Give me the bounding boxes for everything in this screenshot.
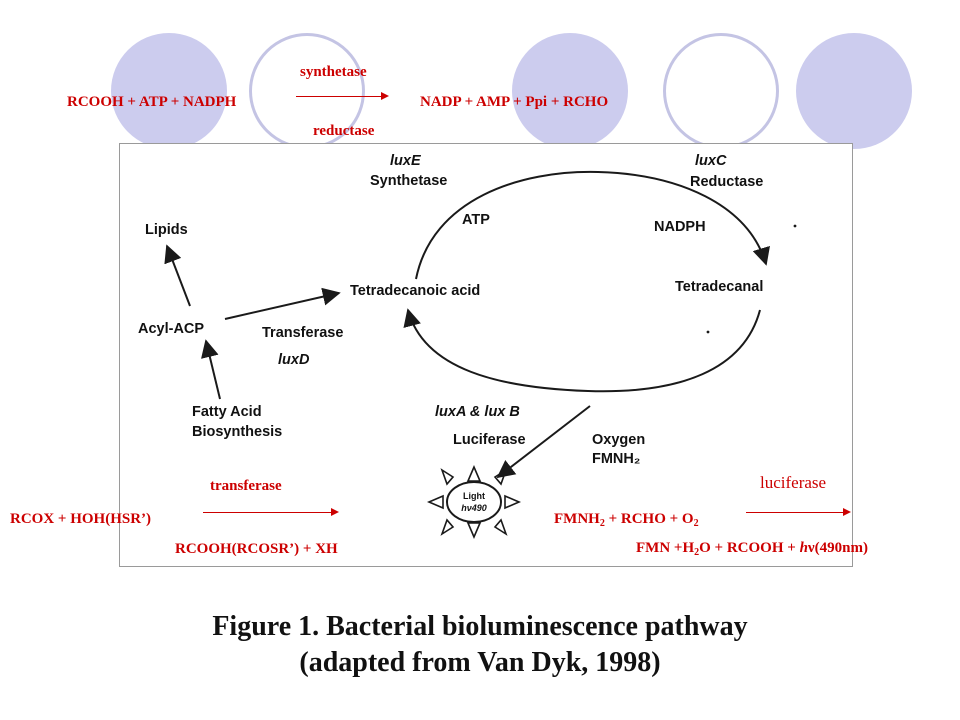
fmnh2-label: FMNH₂ <box>592 451 640 467</box>
top-reaction-reactants: RCOOH + ATP + NADPH <box>67 94 237 110</box>
caption-line-2: (adapted from Van Dyk, 1998) <box>299 647 661 678</box>
luciferase-reaction-arrow <box>746 508 851 516</box>
cycle-upper-arc <box>415 170 770 280</box>
top-reaction-enzyme-below: reductase <box>313 123 375 139</box>
figure-caption: Figure 1. Bacterial bioluminescence path… <box>0 609 960 681</box>
biosynthesis-to-acyl-arrow <box>201 339 221 400</box>
acyl-to-acid-arrow <box>224 287 341 320</box>
luxD-label: luxD <box>278 352 310 368</box>
synthetase-label: Synthetase <box>370 173 447 189</box>
atp-label: ATP <box>462 212 490 228</box>
deco-circle-2 <box>249 33 365 149</box>
fatty-acid-label: Fatty Acid <box>192 404 262 420</box>
transferase-reaction-arrow <box>203 508 339 516</box>
light-label: Light <box>463 491 485 501</box>
luciferase-label: Luciferase <box>453 432 526 448</box>
luxE-label: luxE <box>390 153 422 169</box>
acyl-acp-label: Acyl-ACP <box>138 321 204 337</box>
luxA-luxB-label: luxA & lux B <box>435 404 520 420</box>
tetradecanoic-acid-label: Tetradecanoic acid <box>350 283 480 299</box>
deco-circle-4 <box>663 33 779 149</box>
transferase-label: Transferase <box>262 325 343 341</box>
pathway-diagram-svg: luxE Synthetase luxC Reductase ATP NADPH… <box>138 153 797 540</box>
oxygen-label: Oxygen <box>592 432 645 448</box>
hv490-label: hν490 <box>461 503 487 513</box>
top-reaction-enzyme-above: synthetase <box>300 64 367 80</box>
transferase-reaction-reactants: RCOX + HOH(HSR’) <box>10 511 152 527</box>
stray-dot <box>706 330 710 334</box>
deco-circle-5 <box>796 33 912 149</box>
reductase-label: Reductase <box>690 174 763 190</box>
deco-circle-1 <box>111 33 227 149</box>
light-sun-icon <box>426 464 522 540</box>
transferase-reaction-products: RCOOH(RCOSR’) + XH <box>175 541 338 557</box>
top-reaction-arrow <box>296 92 389 100</box>
luciferase-to-light-arrow <box>496 405 591 479</box>
luxC-label: luxC <box>695 153 727 169</box>
luciferase-reaction-products: FMN +H2O + RCOOH + hν(490nm) <box>636 540 868 558</box>
luciferase-reaction-reactants: FMNH2 + RCHO + O2 <box>554 511 699 529</box>
caption-line-1: Figure 1. Bacterial bioluminescence path… <box>212 611 748 642</box>
biosynthesis-label: Biosynthesis <box>192 424 282 440</box>
pathway-diagram: luxE Synthetase luxC Reductase ATP NADPH… <box>119 143 853 567</box>
stray-dot <box>793 224 797 228</box>
nadph-label: NADPH <box>654 219 706 235</box>
luciferase-reaction-enzyme: luciferase <box>760 473 827 492</box>
lipids-label: Lipids <box>145 222 188 238</box>
top-reaction-products: NADP + AMP + Ppi + RCHO <box>420 94 609 110</box>
cycle-lower-arc <box>403 308 761 393</box>
transferase-reaction-enzyme: transferase <box>210 478 282 494</box>
tetradecanal-label: Tetradecanal <box>675 279 763 295</box>
deco-circle-3 <box>512 33 628 149</box>
acyl-to-lipids-arrow <box>164 244 191 307</box>
